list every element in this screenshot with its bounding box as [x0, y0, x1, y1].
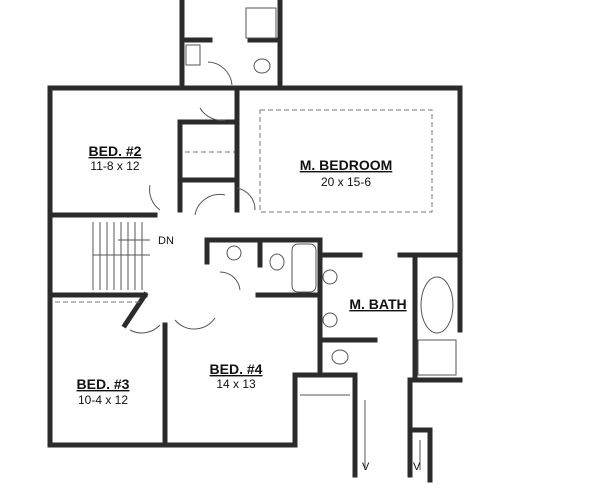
room-master-bath: M. BATH: [349, 296, 406, 312]
closet-shelf: [185, 44, 201, 66]
room-bed-2: BED. #2 11-8 x 12: [89, 143, 142, 173]
sink: [322, 269, 338, 285]
room-name: M. BEDROOM: [300, 157, 393, 173]
room-name: BED. #3: [77, 376, 130, 392]
master-bath-walls: [317, 255, 463, 383]
room-size: 11-8 x 12: [90, 159, 139, 173]
room-bed-3: BED. #3 10-4 x 12: [77, 376, 130, 407]
bed-4-walls: [162, 322, 463, 483]
sink: [226, 245, 242, 261]
bathtub: [420, 276, 454, 334]
stair-down-label: DN: [158, 235, 174, 247]
bathtub: [291, 243, 317, 293]
door-swings: [129, 61, 256, 334]
room-size: 10-4 x 12: [78, 393, 128, 407]
room-name: M. BATH: [349, 296, 406, 312]
room-name: BED. #2: [89, 143, 142, 159]
vent-label: V: [413, 461, 421, 473]
bed-2-walls: [47, 85, 240, 218]
toilet: [269, 253, 285, 271]
room-name: BED. #4: [210, 361, 263, 377]
stairs[interactable]: DN: [47, 212, 174, 298]
upper-bath-walls: [179, 0, 283, 88]
vent-label: V: [362, 461, 370, 473]
toilet: [331, 349, 349, 365]
shower: [245, 7, 277, 39]
hall-bath-walls: [204, 237, 323, 298]
bed-3-walls: [47, 291, 168, 448]
sink: [322, 312, 338, 328]
toilet: [253, 58, 271, 74]
room-master-bedroom: M. BEDROOM 20 x 15-6: [300, 157, 393, 189]
room-bed-4: BED. #4 14 x 13: [210, 361, 263, 391]
shower: [417, 339, 457, 376]
room-size: 14 x 13: [216, 377, 256, 391]
room-size: 20 x 15-6: [321, 175, 371, 189]
master-bedroom-walls: [234, 85, 463, 261]
